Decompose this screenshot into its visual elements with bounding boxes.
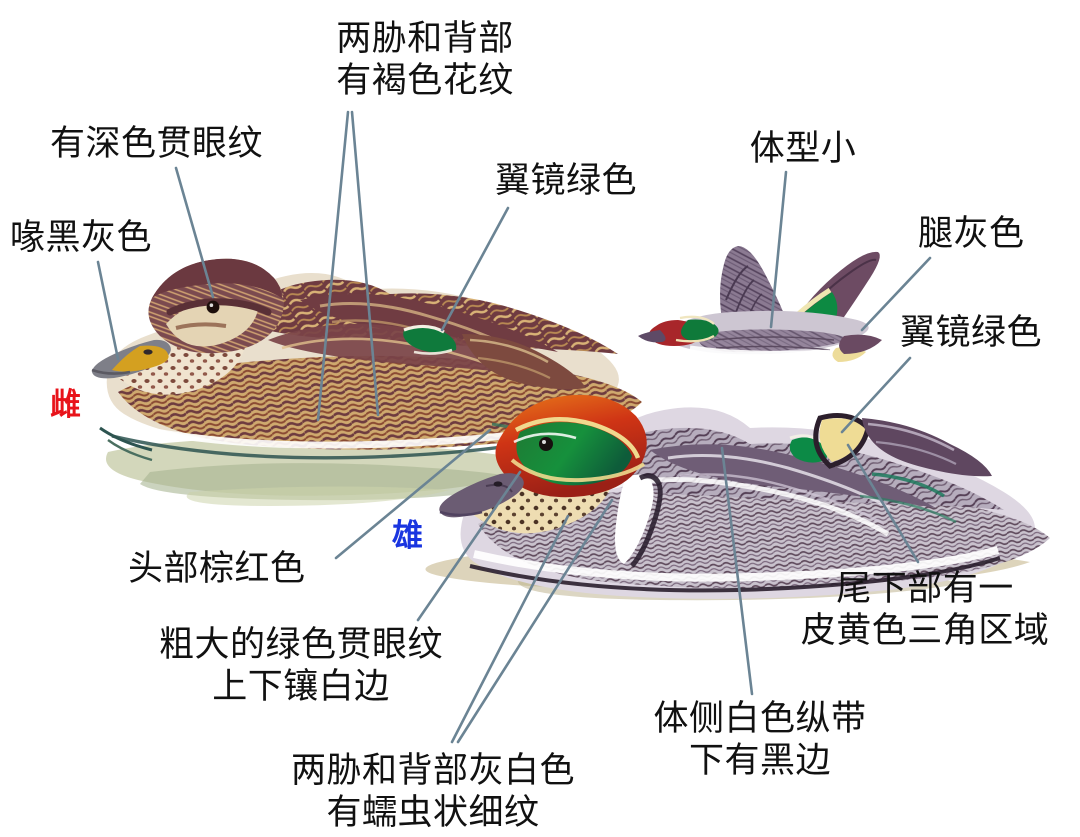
annotation-head-chestnut-red: 头部棕红色: [128, 548, 338, 590]
leader-line-broad-green-eyestripe: [416, 470, 522, 622]
annotation-small-body-size: 体型小: [738, 128, 868, 170]
annotation-line: 体侧白色纵带: [653, 699, 867, 738]
leader-line-speculum-green-flying: [840, 356, 912, 434]
flying-teal: [638, 246, 882, 362]
leader-line-small-body-size: [769, 170, 788, 329]
leader-line-flank-back-brown-pattern: [316, 110, 350, 422]
annotation-line: 下有黑边: [688, 741, 831, 780]
leader-line-speculum-green-female: [440, 206, 510, 332]
annotation-dark-eyeline: 有深色贯眼纹: [50, 123, 300, 165]
annotation-line: 翼镜绿色: [495, 161, 638, 200]
annotation-white-vertical-stripe-black-edge: 体侧白色纵带下有黑边: [630, 698, 890, 782]
annotation-speculum-green-flying: 翼镜绿色: [900, 312, 1070, 354]
sex-marker-female: 雌: [50, 387, 81, 422]
annotation-line: 皮黄色三角区域: [800, 611, 1050, 650]
annotation-line: 两胁和背部灰白色: [290, 751, 575, 790]
leader-line-flank-back-grey-white-vermiculated: [450, 514, 570, 744]
annotation-line: 两胁和背部: [336, 19, 514, 58]
annotation-line: 有蠕虫状细纹: [326, 793, 540, 832]
leader-line-legs-grey: [860, 256, 932, 332]
male-teal: [439, 394, 1050, 599]
annotation-bill-black-grey: 喙黑灰色: [10, 217, 180, 259]
annotation-line: 头部棕红色: [128, 549, 306, 588]
annotation-line: 尾下部有一: [836, 569, 1014, 608]
leader-line-flank-back-brown-pattern: [350, 110, 380, 417]
annotation-legs-grey: 腿灰色: [918, 213, 1048, 255]
annotation-line: 有深色贯眼纹: [50, 124, 264, 163]
annotation-line: 上下镶白边: [212, 667, 390, 706]
annotation-line: 粗大的绿色贯眼纹: [158, 625, 443, 664]
sex-marker-male: 雄: [392, 518, 423, 553]
female-teal: [91, 258, 642, 462]
annotation-line: 喙黑灰色: [10, 218, 153, 257]
leader-line-dark-eyeline: [174, 166, 215, 299]
leader-line-flank-back-grey-white-vermiculated: [456, 498, 614, 744]
leader-line-head-chestnut-red: [334, 428, 492, 560]
annotation-line: 有褐色花纹: [336, 61, 514, 100]
leader-lines: [96, 110, 932, 744]
annotation-speculum-green-female: 翼镜绿色: [495, 160, 665, 202]
annotation-line: 翼镜绿色: [900, 313, 1043, 352]
annotation-line: 腿灰色: [918, 214, 1025, 253]
annotation-buff-triangle-undertail: 尾下部有一皮黄色三角区域: [780, 568, 1070, 652]
leader-line-buff-triangle-undertail: [846, 443, 920, 564]
annotation-flank-back-grey-white-vermiculated: 两胁和背部灰白色有蠕虫状细纹: [268, 750, 598, 834]
leader-line-bill-black-grey: [96, 260, 120, 361]
annotation-broad-green-eyestripe: 粗大的绿色贯眼纹上下镶白边: [136, 624, 466, 708]
leader-line-white-vertical-stripe-black-edge: [720, 446, 754, 696]
annotation-flank-back-brown-pattern: 两胁和背部有褐色花纹: [305, 18, 545, 102]
annotation-line: 体型小: [749, 129, 857, 168]
